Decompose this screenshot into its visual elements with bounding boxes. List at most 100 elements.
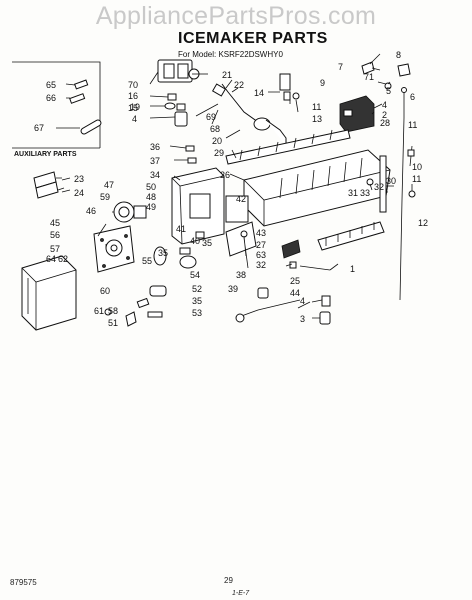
callout-52: 52 bbox=[192, 284, 202, 294]
wire-harness bbox=[33, 171, 65, 199]
callout-67: 67 bbox=[34, 123, 44, 133]
callout-26: 26 bbox=[220, 170, 230, 180]
mounting-bracket bbox=[339, 95, 375, 133]
front-cover bbox=[21, 255, 77, 331]
callout-53: 53 bbox=[192, 308, 202, 318]
auxiliary-parts-box bbox=[12, 61, 102, 149]
callout-15: 15 bbox=[128, 103, 138, 113]
callout-56: 56 bbox=[50, 230, 60, 240]
callout-11: 11 bbox=[312, 102, 321, 112]
callout-45: 45 bbox=[50, 218, 60, 228]
callout-70: 70 bbox=[128, 80, 138, 90]
callout-41: 41 bbox=[176, 224, 186, 234]
callout-51: 51 bbox=[108, 318, 118, 328]
callout-13: 13 bbox=[312, 114, 322, 124]
callout-25: 25 bbox=[290, 276, 300, 286]
callout-47: 47 bbox=[104, 180, 114, 190]
callout-66: 66 bbox=[46, 93, 56, 103]
fill-tube bbox=[211, 83, 287, 146]
callout-4: 4 bbox=[382, 100, 387, 110]
callout-42: 42 bbox=[236, 194, 246, 204]
motor bbox=[113, 201, 147, 223]
callout-4: 4 bbox=[132, 114, 137, 124]
callout-27: 27 bbox=[256, 240, 266, 250]
leader-lines bbox=[56, 53, 394, 319]
callout-11: 11 bbox=[412, 174, 421, 184]
diagram-title: ICEMAKER PARTS bbox=[178, 30, 328, 47]
revision-mark: 1-E-7 bbox=[232, 590, 250, 597]
side-rod bbox=[407, 145, 416, 198]
shutoff-arm bbox=[366, 155, 387, 213]
callout-39: 39 bbox=[228, 284, 238, 294]
callout-22: 22 bbox=[234, 80, 244, 90]
water-line-fittings bbox=[361, 61, 411, 301]
callout-59: 59 bbox=[100, 192, 110, 202]
callout-10: 10 bbox=[412, 162, 422, 172]
mold-heater bbox=[317, 221, 385, 251]
catalog-code: 879575 bbox=[10, 578, 37, 587]
callout-54: 54 bbox=[190, 270, 200, 280]
callout-65: 65 bbox=[46, 80, 56, 90]
callout-37: 37 bbox=[150, 156, 160, 166]
callout-35: 35 bbox=[202, 238, 212, 248]
callout-4: 4 bbox=[300, 296, 305, 306]
callout-43: 43 bbox=[256, 228, 266, 238]
model-number: For Model: KSRF22DSWHY0 bbox=[178, 50, 283, 59]
water-valve bbox=[157, 59, 208, 83]
callout-32: 32 bbox=[256, 260, 266, 270]
aux-part-67 bbox=[80, 119, 102, 135]
water-inlet-parts bbox=[235, 287, 331, 325]
callout-61: 61 bbox=[94, 306, 104, 316]
callout-50: 50 bbox=[146, 182, 156, 192]
watermark: AppliancePartsPros.com bbox=[95, 2, 377, 30]
callout-labels: 8 7 71 9 5 6 4 2 28 21 22 14 11 13 70 16… bbox=[34, 50, 428, 328]
callout-33: 33 bbox=[360, 188, 370, 198]
callout-57: 57 bbox=[50, 244, 60, 254]
aux-part-66 bbox=[69, 93, 86, 104]
callout-35: 35 bbox=[158, 248, 168, 258]
callout-12: 12 bbox=[418, 218, 428, 228]
callout-44: 44 bbox=[290, 288, 300, 298]
callout-14: 14 bbox=[254, 88, 264, 98]
callout-49: 49 bbox=[146, 202, 156, 212]
callout-35: 35 bbox=[192, 296, 202, 306]
callout-20: 20 bbox=[212, 136, 222, 146]
callout-30: 30 bbox=[386, 176, 396, 186]
callout-34: 34 bbox=[150, 170, 160, 180]
aux-part-65 bbox=[74, 79, 89, 90]
stripper bbox=[225, 129, 351, 165]
fill-cup bbox=[240, 230, 331, 271]
small-parts bbox=[104, 297, 163, 327]
callout-1: 1 bbox=[350, 264, 355, 274]
callout-62: 62 bbox=[58, 254, 68, 264]
callout-48: 48 bbox=[146, 192, 156, 202]
callout-23: 23 bbox=[74, 174, 84, 184]
callout-64: 64 bbox=[46, 254, 56, 264]
page-number: 29 bbox=[224, 576, 233, 585]
callout-16: 16 bbox=[128, 91, 138, 101]
cover-plate bbox=[93, 225, 135, 273]
cam-and-shaft bbox=[149, 246, 197, 297]
callout-21: 21 bbox=[222, 70, 232, 80]
callout-8: 8 bbox=[396, 50, 401, 60]
callout-5: 5 bbox=[386, 86, 391, 96]
callout-55: 55 bbox=[142, 256, 152, 266]
callout-9: 9 bbox=[320, 78, 325, 88]
callout-6: 6 bbox=[410, 92, 415, 102]
callout-60: 60 bbox=[100, 286, 110, 296]
callout-46: 46 bbox=[86, 206, 96, 216]
fill-tube-fittings bbox=[164, 93, 188, 127]
callout-69: 69 bbox=[206, 112, 216, 122]
mounting-arm bbox=[195, 221, 257, 257]
callout-11: 11 bbox=[408, 120, 417, 130]
callout-63: 63 bbox=[256, 250, 266, 260]
callout-68: 68 bbox=[210, 124, 220, 134]
callout-32: 32 bbox=[374, 182, 384, 192]
callout-19: 19 bbox=[130, 102, 140, 112]
clip-assembly bbox=[279, 73, 300, 101]
callout-3: 3 bbox=[300, 314, 305, 324]
callout-71: 71 bbox=[364, 72, 374, 82]
screws-36-37 bbox=[185, 145, 197, 164]
